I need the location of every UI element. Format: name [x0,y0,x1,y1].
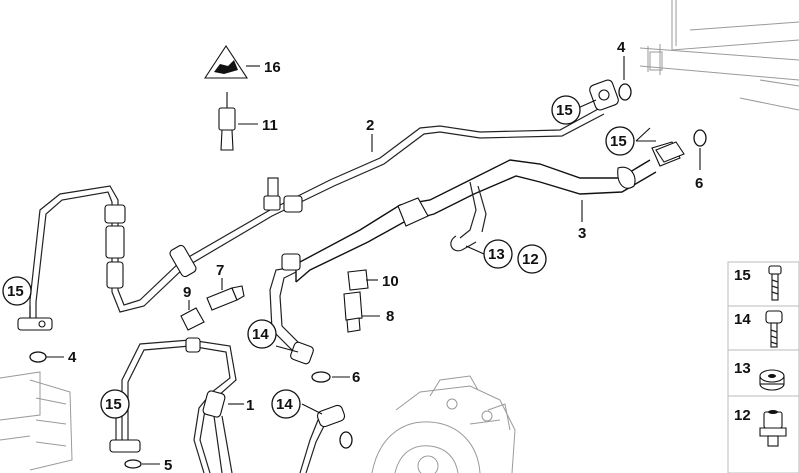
warning-label-glyph [214,60,238,74]
callout-3[interactable]: 3 [578,225,586,242]
legend-row-13[interactable]: 13 [734,360,785,391]
legend-number-12: 12 [734,407,751,424]
callout-5[interactable]: 5 [164,457,172,473]
cap-icon [180,307,205,331]
callout-6-right[interactable]: 6 [695,175,703,192]
legend-number-14: 14 [734,311,751,328]
parts-legend: 15 14 13 12 [727,261,799,473]
callout-11[interactable]: 11 [262,117,278,134]
valve-core-icon-2 [343,291,363,321]
callout-13[interactable]: 13 [488,246,505,263]
pressure-switch-icon [218,107,236,131]
hose-3 [269,141,681,365]
callout-10[interactable]: 10 [382,273,399,290]
o-ring-icon-2 [693,129,707,147]
cap-icon-2 [347,269,369,291]
o-ring-icon-4 [311,371,331,383]
callout-1[interactable]: 1 [246,397,254,414]
callout-15-left[interactable]: 15 [7,283,24,300]
callout-12[interactable]: 12 [522,251,539,268]
loose-parts [29,44,707,469]
socket-screw-icon [765,310,783,348]
o-ring-icon-5 [124,459,142,469]
hose-2 [17,79,619,331]
callout-15-bottom[interactable]: 15 [105,396,122,413]
circled-callouts: 15 15 15 15 14 14 13 12 [2,95,635,419]
valve-core-icon [206,287,238,311]
o-ring-icon-6 [339,431,353,449]
callout-4-left[interactable]: 4 [68,349,77,366]
o-ring-icon-3 [29,351,47,363]
callout-14-upper[interactable]: 14 [252,326,269,343]
callout-16[interactable]: 16 [264,59,281,76]
legend-row-14[interactable]: 14 [734,310,783,348]
callout-9[interactable]: 9 [183,284,191,301]
callout-15-right[interactable]: 15 [610,133,627,150]
callout-4-top[interactable]: 4 [617,39,626,56]
callout-15-top[interactable]: 15 [556,102,573,119]
legend-number-15: 15 [734,267,751,284]
callout-14-lower[interactable]: 14 [276,396,293,413]
callout-8[interactable]: 8 [386,308,394,325]
leader-lines [29,56,701,465]
o-ring-icon [618,83,632,101]
hose-1 [109,337,346,473]
callout-7[interactable]: 7 [216,262,224,279]
hex-bolt-icon [768,265,782,301]
legend-number-13: 13 [734,360,751,377]
callouts: 16 11 2 3 4 6 4 6 5 1 7 9 10 8 [68,39,703,473]
callout-2[interactable]: 2 [366,117,374,134]
grommet-icon [759,369,785,391]
collar-nut-icon [759,410,787,447]
legend-row-15[interactable]: 15 [734,265,782,301]
legend-row-12[interactable]: 12 [734,407,787,447]
callout-6-left[interactable]: 6 [352,369,360,386]
